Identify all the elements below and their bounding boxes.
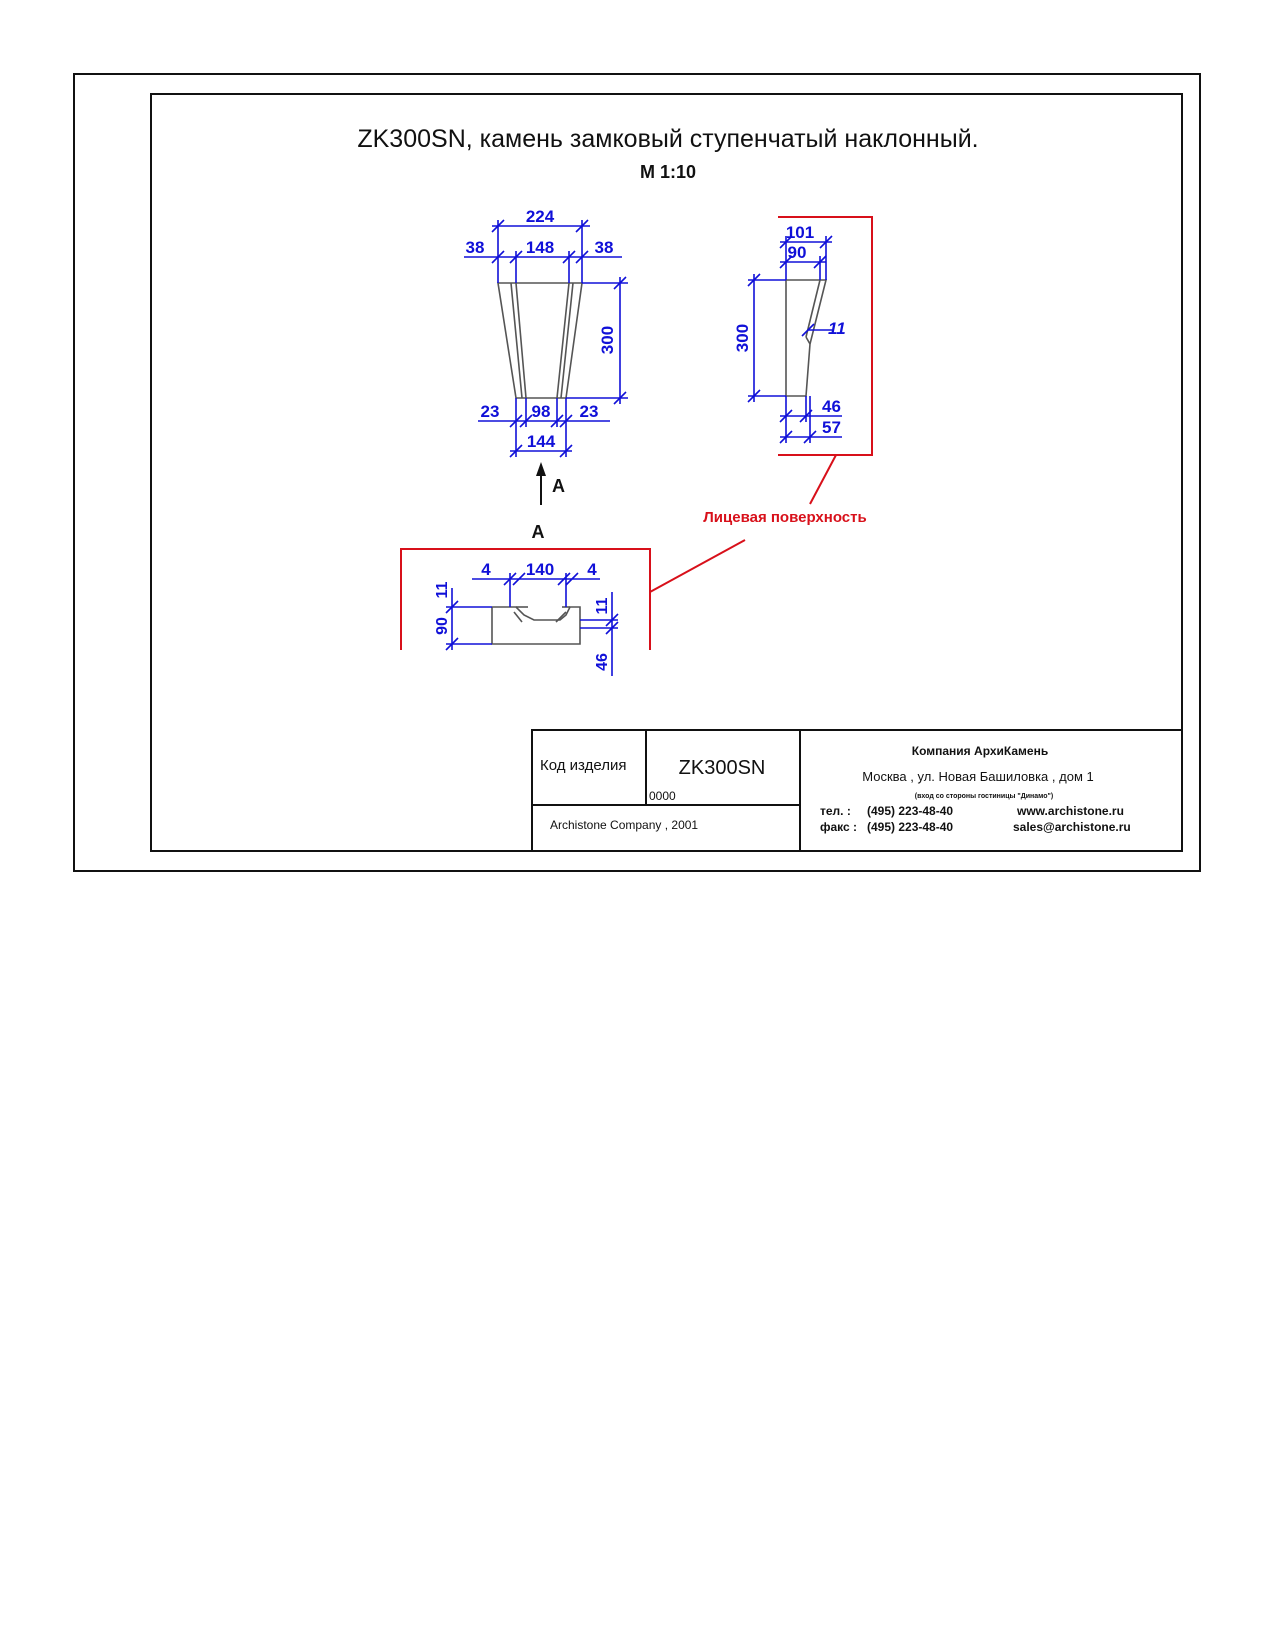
code-number: 0000 [649,789,676,803]
face-leader-view-a [649,539,746,593]
title-block: Код изделия ZK300SN 0000 Archistone Comp… [531,729,1183,852]
dim-side-top-inner: 90 [788,243,807,262]
title-block-frame [531,729,1183,852]
side-view: 101 90 300 11 46 57 [733,216,873,505]
front-view-left-face [515,282,527,399]
inner-frame [150,93,1183,852]
dim-front-top-left: 38 [466,238,485,257]
dim-ticks [491,219,627,458]
drawing-scale: М 1:10 [640,162,696,182]
address-note: (вход со стороны гостиницы "Динамо") [915,793,1053,800]
view-a-right-notch [555,611,567,623]
outer-frame [73,73,1201,872]
view-arrow-label: А [552,476,565,496]
dim-front-height: 300 [598,326,617,354]
dim-ticks-view-a [445,572,619,651]
email[interactable]: sales@archistone.ru [1013,820,1131,834]
copyright: Archistone Company , 2001 [550,818,698,832]
dim-side-bottom-inner: 46 [822,397,841,416]
face-marker-view-a [400,548,651,650]
dim-side-height: 300 [733,324,752,352]
view-a-left-notch [513,611,523,623]
dim-front-bottom-total: 144 [527,432,556,451]
dim-side-top-total: 101 [786,223,814,242]
front-view: 224 38 148 38 300 23 98 23 144 А [464,207,628,505]
dim-view-a-right: 4 [587,560,597,579]
dim-view-a-left-height: 90 [434,617,451,635]
front-view-right-chamfer [560,282,574,399]
dim-front-bottom-left: 23 [481,402,500,421]
dim-view-a-right-height: 46 [594,653,611,671]
view-arrow-head [536,462,546,476]
dim-front-bottom-mid: 98 [532,402,551,421]
face-marker-side [778,216,873,456]
company-address: Москва , ул. Новая Башиловка , дом 1 [862,769,1093,784]
face-leader-side [809,454,837,505]
dim-front-bottom-right: 23 [580,402,599,421]
side-view-step-line [805,279,821,338]
front-view-left-chamfer [510,282,523,399]
website[interactable]: www.archistone.ru [1016,804,1124,818]
company-name: Компания АрхиКамень [912,744,1048,758]
dim-side-bottom-total: 57 [822,418,841,437]
code-label: Код изделия [540,757,626,774]
face-surface-label: Лицевая поверхность [703,509,866,526]
dim-view-a-left: 4 [481,560,491,579]
dim-view-a-left-step: 11 [434,581,451,598]
tel-value: (495) 223-48-40 [867,804,953,818]
fax-value: (495) 223-48-40 [867,820,953,834]
dim-ticks-side [747,235,833,444]
dim-side-step: 11 [828,319,846,338]
view-a-outline [491,606,581,645]
dim-front-top-mid: 148 [526,238,554,257]
fax-label: факс : [820,820,857,834]
dim-view-a-right-step: 11 [594,597,611,614]
dim-view-a-mid: 140 [526,560,554,579]
front-view-outline [497,282,583,399]
dim-front-top-right: 38 [595,238,614,257]
code-value: ZK300SN [679,757,766,779]
dim-front-top-total: 224 [526,207,555,226]
front-view-right-face [556,282,570,399]
side-view-step-edge [805,336,811,345]
drawing-title: ZK300SN, камень замковый ступенчатый нак… [357,125,978,153]
tel-label: тел. : [820,804,851,818]
view-a-title: А [532,522,545,542]
view-a: А 4 140 4 11 90 [400,522,651,676]
